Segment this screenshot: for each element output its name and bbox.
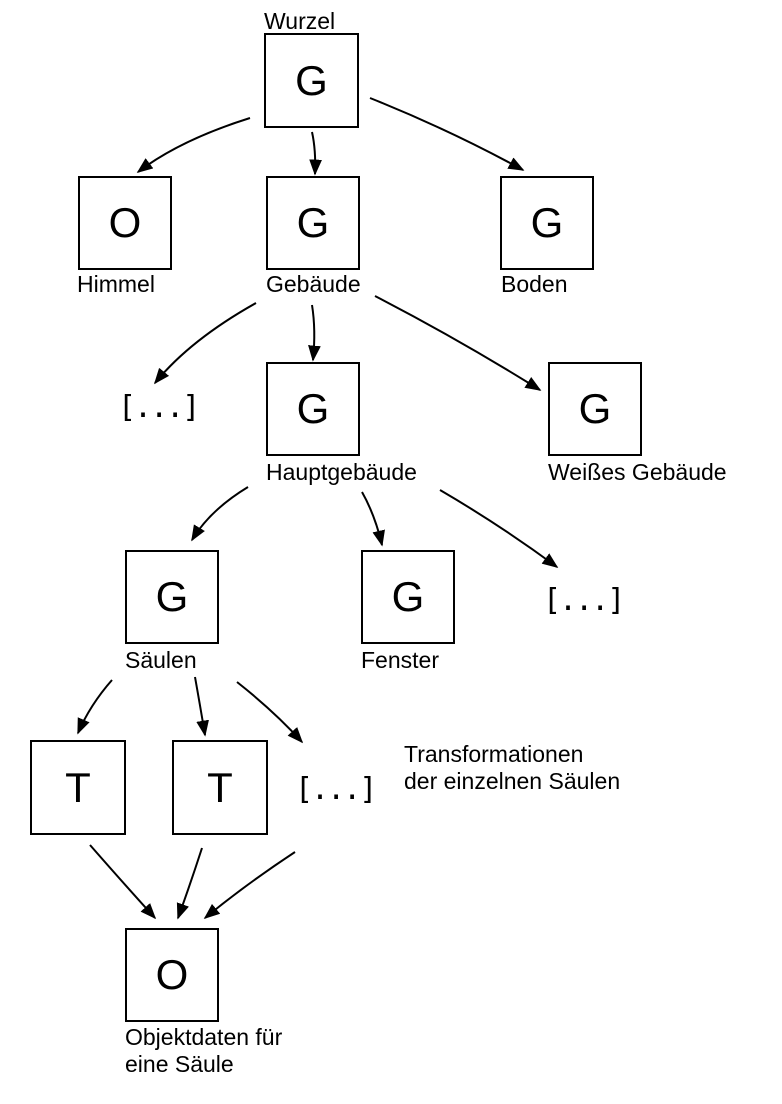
ellipsis-1: [...] (118, 390, 200, 425)
label-boden: Boden (501, 271, 568, 297)
label-objektdaten-line-2: eine Säule (125, 1051, 234, 1077)
node-weisses-gebaeude: G (548, 362, 642, 456)
label-wurzel: Wurzel (264, 8, 336, 34)
label-fenster: Fenster (361, 647, 439, 673)
edge-ellipsis3-objekt (203, 851, 296, 920)
edge-root-gebaeude (309, 131, 322, 176)
edge-saeulen-ellipsis3 (236, 681, 304, 744)
edge-t2-objekt (176, 847, 203, 920)
node-fenster: G (361, 550, 455, 644)
label-objektdaten-line-1: Objektdaten für (125, 1024, 283, 1050)
edge-haupt-ellipsis2 (439, 489, 559, 568)
annotation-line-2: der einzelnen Säulen (404, 768, 621, 794)
label-weisses-gebaeude: Weißes Gebäude (548, 459, 727, 485)
edge-gebaeude-hauptgebaeude (308, 304, 321, 362)
label-saeulen: Säulen (125, 647, 197, 673)
label-gebaeude: Gebäude (266, 271, 361, 297)
edge-haupt-fenster (361, 491, 385, 547)
node-saeulen: G (125, 550, 219, 644)
edge-root-boden (369, 97, 525, 171)
node-boden: G (500, 176, 594, 270)
node-root: G (264, 33, 359, 128)
edge-t1-objekt (89, 844, 157, 920)
edge-root-himmel (136, 117, 251, 173)
node-transformation-2: T (172, 740, 268, 835)
edge-saeulen-t2 (194, 676, 209, 737)
node-himmel: O (78, 176, 172, 270)
node-objektdaten: O (125, 928, 219, 1022)
node-hauptgebaeude: G (266, 362, 360, 456)
annotation-line-1: Transformationen (404, 741, 584, 767)
ellipsis-3: [...] (295, 772, 377, 807)
label-himmel: Himmel (77, 271, 155, 297)
edge-saeulen-t1 (77, 679, 113, 735)
edge-gebaeude-ellipsis1 (153, 302, 257, 385)
label-hauptgebaeude: Hauptgebäude (266, 459, 417, 485)
node-transformation-1: T (30, 740, 126, 835)
edge-gebaeude-weisses (374, 295, 542, 391)
node-gebaeude: G (266, 176, 360, 270)
ellipsis-2: [...] (543, 583, 625, 618)
edge-haupt-saeulen (191, 486, 249, 542)
